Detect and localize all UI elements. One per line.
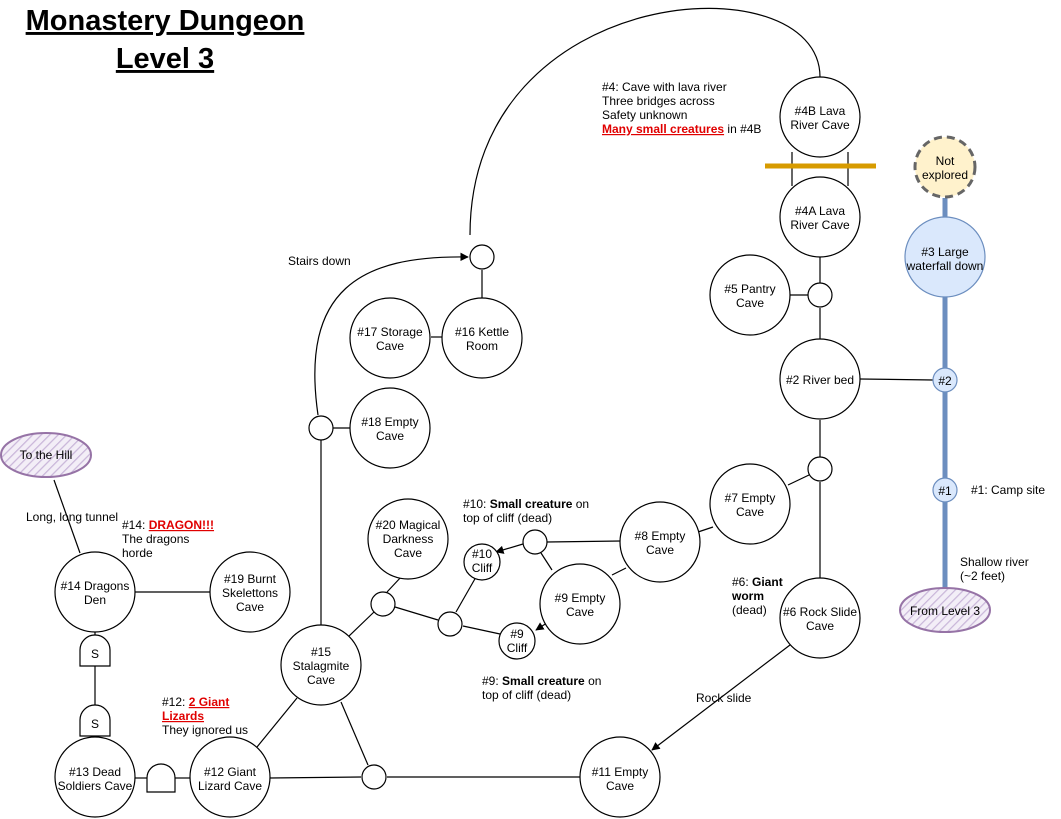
river-point-2[interactable]: #2 — [932, 367, 958, 393]
junctions — [308, 244, 833, 790]
svg-text:#1: #1 — [938, 484, 952, 498]
secret-door-upper[interactable]: S — [79, 634, 111, 667]
svg-text:To the Hill: To the Hill — [20, 448, 73, 462]
from-level-3-exit[interactable]: From Level 3 — [899, 587, 991, 633]
to-the-hill-exit[interactable]: To the Hill — [0, 432, 92, 478]
svg-text:From Level 3: From Level 3 — [910, 604, 980, 618]
edge-4b-to-16 — [469, 7, 821, 236]
svg-text:S: S — [91, 717, 99, 731]
svg-text:S: S — [91, 647, 99, 661]
secret-door-lower[interactable]: S — [79, 704, 111, 737]
river-point-1[interactable]: #1 — [932, 477, 958, 503]
door-13-12[interactable] — [146, 763, 176, 793]
note-long-tunnel: Long, long tunnel — [26, 510, 118, 524]
note-stairs-down: Stairs down — [288, 254, 351, 268]
note-camp-site: #1: Camp site — [971, 483, 1045, 497]
map-title-line-1: Monastery Dungeon — [26, 5, 305, 37]
svg-text:#2 River bed: #2 River bed — [786, 373, 854, 387]
room-2[interactable]: #2 River bed — [779, 338, 861, 420]
connections — [53, 7, 934, 779]
svg-text:#2: #2 — [938, 374, 952, 388]
note-shallow-river: Shallow river(~2 feet) — [960, 555, 1029, 583]
map-title-line-2: Level 3 — [116, 43, 214, 75]
note-rock-slide: Rock slide — [696, 691, 752, 705]
